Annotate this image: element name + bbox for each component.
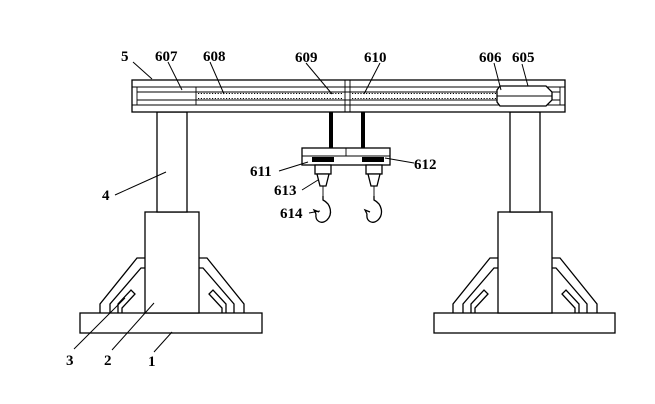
left-support: [79, 111, 263, 334]
label-5: 5: [121, 49, 129, 65]
top-beam: [131, 79, 566, 113]
label-612: 612: [414, 157, 437, 173]
right-hook: [366, 196, 383, 223]
left-outer-brace: [99, 257, 145, 313]
label-607: 607: [155, 49, 178, 65]
right-hoist-rope: [361, 112, 365, 148]
left-pulley-block: [312, 157, 334, 162]
label-2: 2: [104, 353, 112, 369]
label-610: 610: [364, 50, 387, 66]
left-hook-connector: [314, 164, 332, 196]
label-608: 608: [203, 49, 226, 65]
right-hook-connector: [365, 164, 383, 196]
motor-housing: [496, 85, 553, 107]
right-upper-column: [509, 111, 541, 213]
reference-labels: 5 607 608 609 610 606 605 4 611 612 613 …: [66, 49, 535, 370]
right-base-plate: [433, 312, 616, 334]
left-upper-column: [156, 111, 188, 213]
label-1: 1: [148, 354, 156, 370]
label-611: 611: [250, 164, 272, 180]
left-inner-brace: [199, 257, 245, 313]
right-support: [433, 111, 616, 334]
hoist-assembly: [301, 112, 391, 223]
left-hoist-rope: [329, 112, 333, 148]
left-hook: [315, 196, 332, 223]
left-lower-column: [144, 211, 200, 314]
label-613: 613: [274, 183, 297, 199]
label-609: 609: [295, 50, 318, 66]
label-614: 614: [280, 206, 303, 222]
right-lower-column: [497, 211, 553, 314]
label-605: 605: [512, 50, 535, 66]
beam-outer-frame: [131, 79, 566, 113]
label-3: 3: [66, 353, 74, 369]
right-pulley-block: [362, 157, 384, 162]
right-inner-brace: [552, 257, 598, 313]
label-606: 606: [479, 50, 502, 66]
label-4: 4: [102, 188, 110, 204]
right-outer-brace: [452, 257, 498, 313]
leader-lines: [73, 61, 529, 353]
